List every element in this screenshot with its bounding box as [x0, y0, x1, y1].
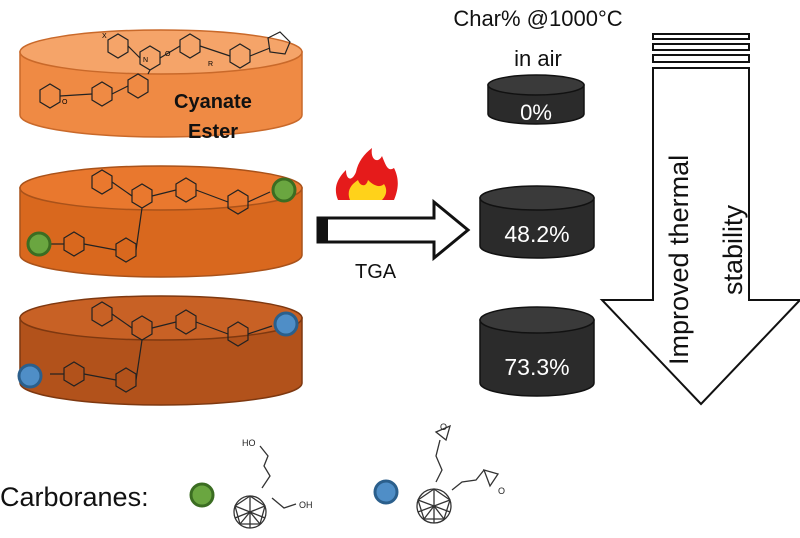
hydroxyl-top-label: HO	[242, 438, 256, 448]
epoxy-carborane-cylinder	[17, 295, 303, 406]
char-cylinder-3: 73.3%	[479, 306, 595, 397]
arrow-label-line1: Improved thermal	[664, 155, 694, 365]
resin-label-line1: Cyanate	[174, 91, 252, 113]
tga-arrow	[316, 198, 471, 262]
flame-icon	[335, 148, 398, 200]
char-header-line1: Char% @1000°C	[453, 6, 622, 31]
epoxy-carborane-dot	[17, 363, 43, 389]
char-cylinder-2: 48.2%	[479, 185, 595, 259]
char-value-1: 0%	[520, 100, 552, 125]
resin-label-line2: Ester	[188, 121, 238, 143]
epoxy-oxygen-label: O	[440, 422, 447, 432]
oxygen-label: O	[165, 51, 171, 58]
stability-arrow	[599, 33, 800, 406]
hydroxy-carborane-dot	[271, 177, 297, 203]
epoxy-carborane-molecule	[416, 424, 500, 524]
nitrogen-label: N	[143, 57, 148, 64]
hydroxy-carborane-legend-dot	[189, 482, 215, 508]
epoxy-oxygen-label: O	[498, 486, 505, 496]
substituent-r: R	[208, 61, 213, 68]
process-label: TGA	[355, 261, 397, 283]
substituent-x: X	[102, 33, 107, 40]
hydroxy-cyanate-structure	[50, 169, 271, 263]
hydroxyl-right-label: OH	[299, 500, 313, 510]
hydroxy-carborane-dot	[26, 231, 52, 257]
char-header-line2: in air	[514, 46, 562, 71]
cyanate-ester-cylinder: X N O R O Cyanate Ester	[19, 29, 303, 143]
char-value-2: 48.2%	[504, 221, 569, 247]
oxygen-label: O	[62, 99, 68, 106]
hydroxy-carborane-cylinder	[19, 165, 303, 278]
char-value-3: 73.3%	[504, 354, 569, 380]
epoxy-carborane-legend-dot	[373, 479, 399, 505]
epoxy-cyanate-structure	[50, 301, 273, 393]
char-cylinder-1: 0%	[487, 74, 585, 125]
arrow-label-line2: stability	[718, 204, 748, 295]
hydroxy-carborane-molecule	[233, 445, 297, 529]
cyanate-ester-structure	[39, 31, 291, 109]
carboranes-label: Carboranes:	[0, 482, 149, 512]
epoxy-carborane-dot	[273, 311, 299, 337]
